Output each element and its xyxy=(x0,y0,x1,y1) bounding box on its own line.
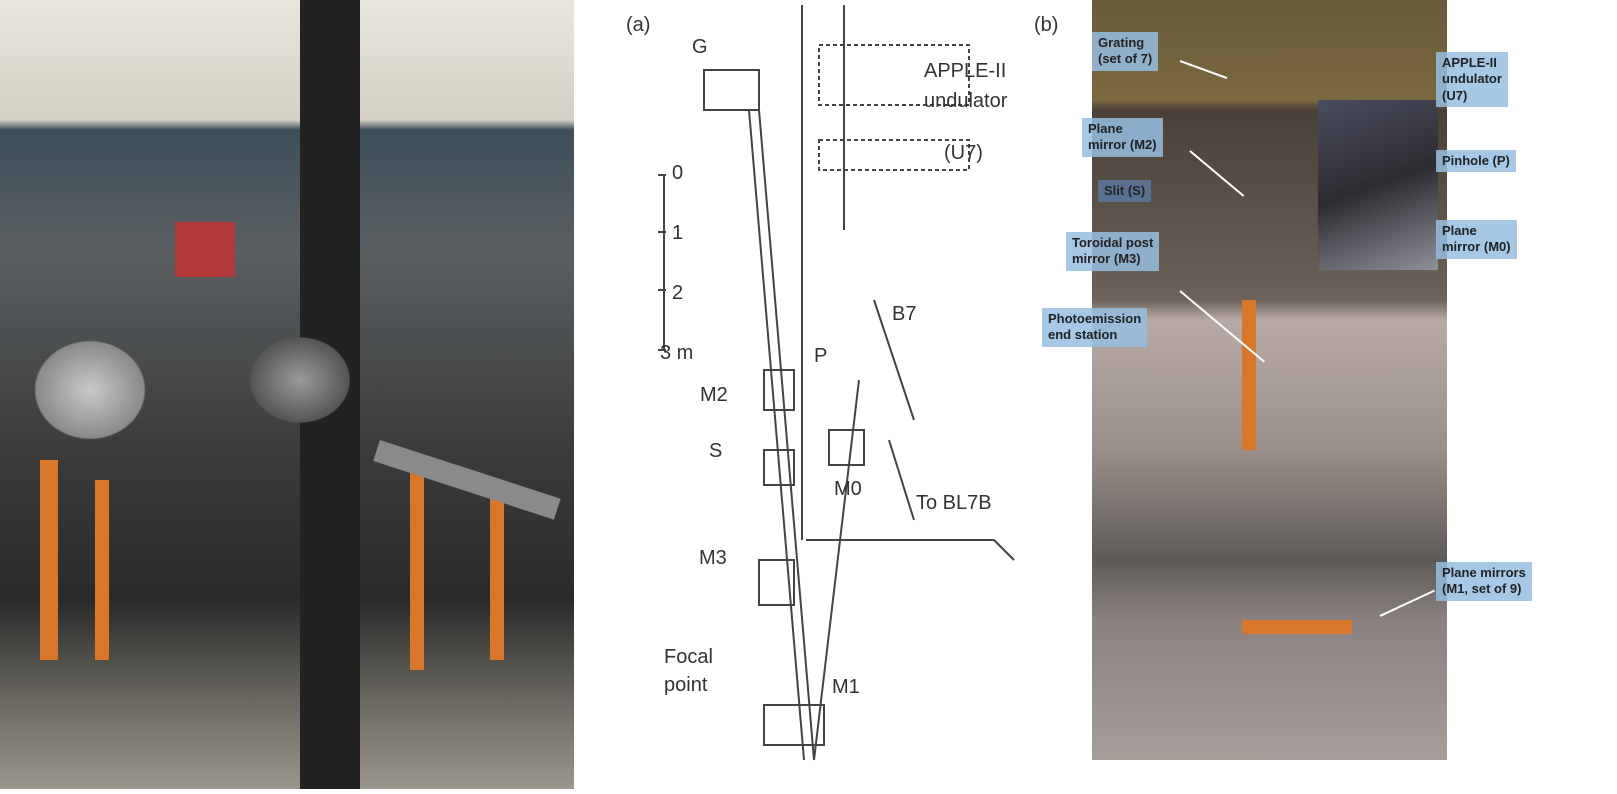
beamline-schematic xyxy=(658,5,1015,761)
label-p: P xyxy=(814,345,828,367)
support-frame xyxy=(490,480,504,660)
label-line: Plane mirrors xyxy=(1442,565,1526,580)
label-m3: M3 xyxy=(699,547,727,569)
label-focal-1: Focal xyxy=(664,646,713,668)
support-frame xyxy=(1242,620,1352,634)
red-device xyxy=(175,222,235,277)
label-m2: M2 xyxy=(700,384,728,406)
support-frame xyxy=(95,480,109,660)
panel-a-label: (a) xyxy=(626,14,651,36)
label-line: mirror (M3) xyxy=(1072,251,1141,267)
label-grating: Grating(set of 7) xyxy=(1092,32,1159,71)
scale-2: 2 xyxy=(672,282,684,304)
panel-b-label: (b) xyxy=(1034,14,1059,36)
scale-0: 0 xyxy=(672,162,684,184)
label-b7: B7 xyxy=(892,303,917,325)
label-line: APPLE-II xyxy=(1442,55,1497,70)
label-line: mirror (M2) xyxy=(1088,137,1157,153)
label-undulator-1: APPLE-II xyxy=(924,60,1007,82)
endstation-photo xyxy=(0,0,574,789)
label-focal-2: point xyxy=(664,674,708,696)
label-line: Plane xyxy=(1442,223,1477,238)
scale-3: 3 m xyxy=(660,342,694,364)
label-line: Pinhole (P) xyxy=(1442,153,1510,168)
label-m0: M0 xyxy=(834,478,862,500)
support-frame xyxy=(410,470,424,670)
label-slit: Slit (S) xyxy=(1098,180,1152,203)
support-frame xyxy=(1242,300,1256,450)
label-g: G xyxy=(692,36,708,58)
label-pinhole: Pinhole (P) xyxy=(1436,150,1516,173)
label-line: undulator xyxy=(1442,71,1502,87)
beamline-layout-diagram: (a) G APPLE-II undulator (U7) 0 1 2 3 m … xyxy=(574,0,1044,789)
label-line: Photoemission xyxy=(1048,311,1142,326)
label-line: (set of 7) xyxy=(1098,51,1153,67)
label-s: S xyxy=(709,440,723,462)
label-line: (M1, set of 9) xyxy=(1442,581,1522,597)
label-m1: Plane mirrors(M1, set of 9) xyxy=(1436,562,1532,601)
support-frame xyxy=(40,460,58,660)
inset-photo xyxy=(1318,100,1438,270)
label-m1: M1 xyxy=(832,676,860,698)
label-line: Grating xyxy=(1098,35,1145,50)
label-line: mirror (M0) xyxy=(1442,239,1511,255)
label-undulator-3: (U7) xyxy=(944,142,983,164)
label-to-bl7b: To BL7B xyxy=(916,492,992,514)
label-line: Plane xyxy=(1088,121,1123,136)
label-line: (U7) xyxy=(1442,87,1468,103)
transfer-rod xyxy=(373,440,561,520)
label-line: Toroidal post xyxy=(1072,235,1154,250)
label-line: Slit (S) xyxy=(1104,183,1146,198)
label-undulator-2: undulator xyxy=(924,90,1008,112)
label-line: end station xyxy=(1048,327,1118,343)
scale-1: 1 xyxy=(672,222,684,244)
